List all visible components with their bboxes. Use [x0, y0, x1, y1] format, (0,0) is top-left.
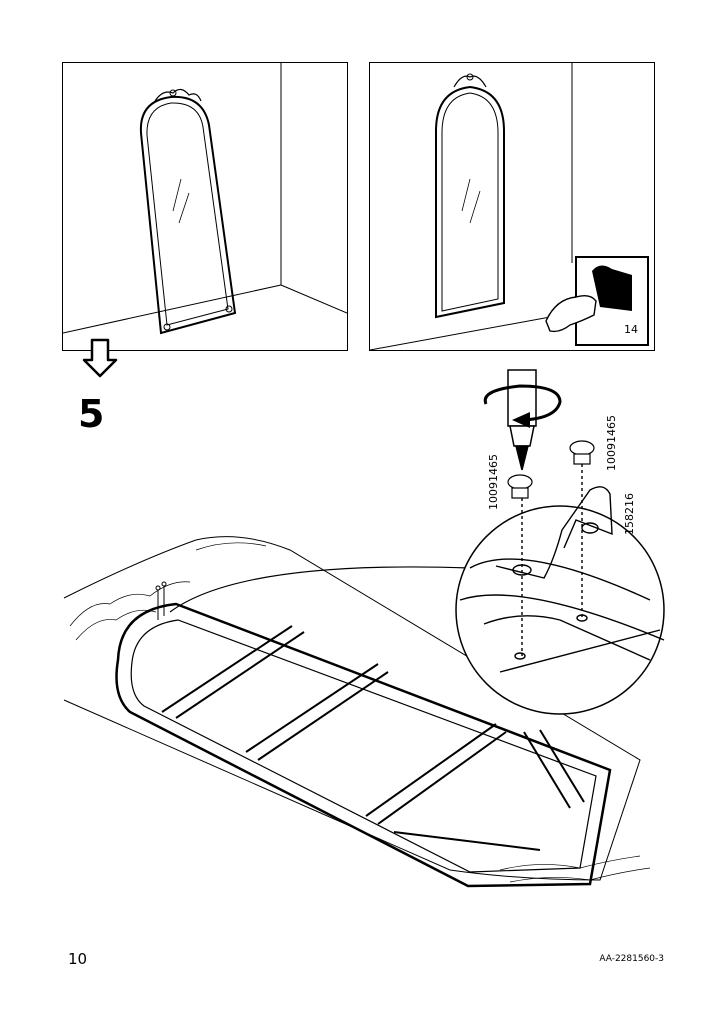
mirror-leaning-illustration [63, 63, 347, 335]
arrow-down-icon [82, 338, 118, 378]
panel-mirror-leaning [62, 62, 348, 351]
sticker-count-label: 14 [624, 323, 638, 336]
mirror-upright-illustration [370, 63, 649, 350]
document-code: AA-2281560-3 [599, 954, 664, 964]
panel-mirror-upright: 14 [369, 62, 655, 351]
part-number-screw-b: 10091465 [605, 415, 618, 471]
part-number-bracket: 158216 [623, 493, 636, 535]
frame-assembly-illustration [63, 369, 665, 888]
part-number-screw-a: 10091465 [487, 454, 500, 510]
page-number: 10 [68, 950, 88, 968]
step-number: 5 [78, 392, 105, 436]
